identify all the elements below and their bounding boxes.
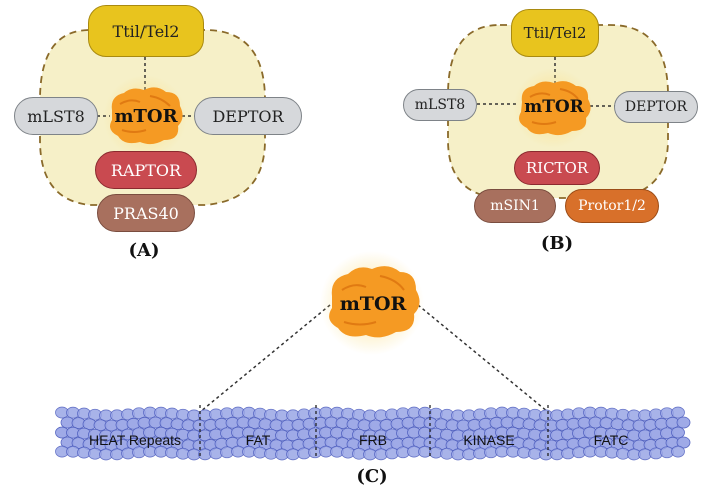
domain-frb: FRB	[359, 432, 387, 448]
pras40-node: PRAS40	[97, 194, 195, 232]
domain-fat: FAT	[245, 432, 271, 448]
helix-bead	[671, 445, 685, 458]
mtor-blob-b	[513, 68, 593, 148]
panel-a-caption: (A)	[128, 240, 160, 261]
raptor-node: RAPTOR	[95, 151, 197, 189]
panel-c-caption: (C)	[356, 466, 388, 487]
rictor-node: RICTOR	[514, 151, 600, 185]
helix-bead	[671, 426, 685, 439]
deptor-node-a: DEPTOR	[194, 97, 302, 135]
panel-b-caption: (B)	[540, 233, 574, 254]
domain-kinase: KINASE	[463, 432, 515, 448]
protor-node: Protor1/2	[565, 189, 659, 223]
domain-helix	[55, 406, 691, 461]
connector-c-right	[417, 304, 549, 413]
mtor-label-b: mTOR	[524, 97, 584, 117]
ttil-tel2-node-b: Ttil/Tel2	[511, 9, 599, 57]
msin1-node: mSIN1	[474, 189, 556, 223]
connector-c-left	[199, 304, 331, 413]
mtor-blob-c	[320, 251, 424, 355]
mlst8-node-b: mLST8	[403, 89, 477, 121]
helix-bead	[676, 416, 691, 429]
mlst8-node-a: mLST8	[14, 97, 98, 135]
mtor-blob-a	[103, 75, 187, 159]
domain-fatc: FATC	[593, 432, 629, 448]
mtor-label-c: mTOR	[339, 293, 407, 315]
deptor-node-b: DEPTOR	[614, 91, 698, 123]
mtor-label-a: mTOR	[114, 106, 178, 127]
ttil-tel2-node-a: Ttil/Tel2	[88, 5, 204, 57]
helix-bead	[671, 406, 685, 419]
domain-dividers	[199, 405, 549, 458]
domain-heat-repeats: HEAT Repeats	[88, 432, 182, 448]
